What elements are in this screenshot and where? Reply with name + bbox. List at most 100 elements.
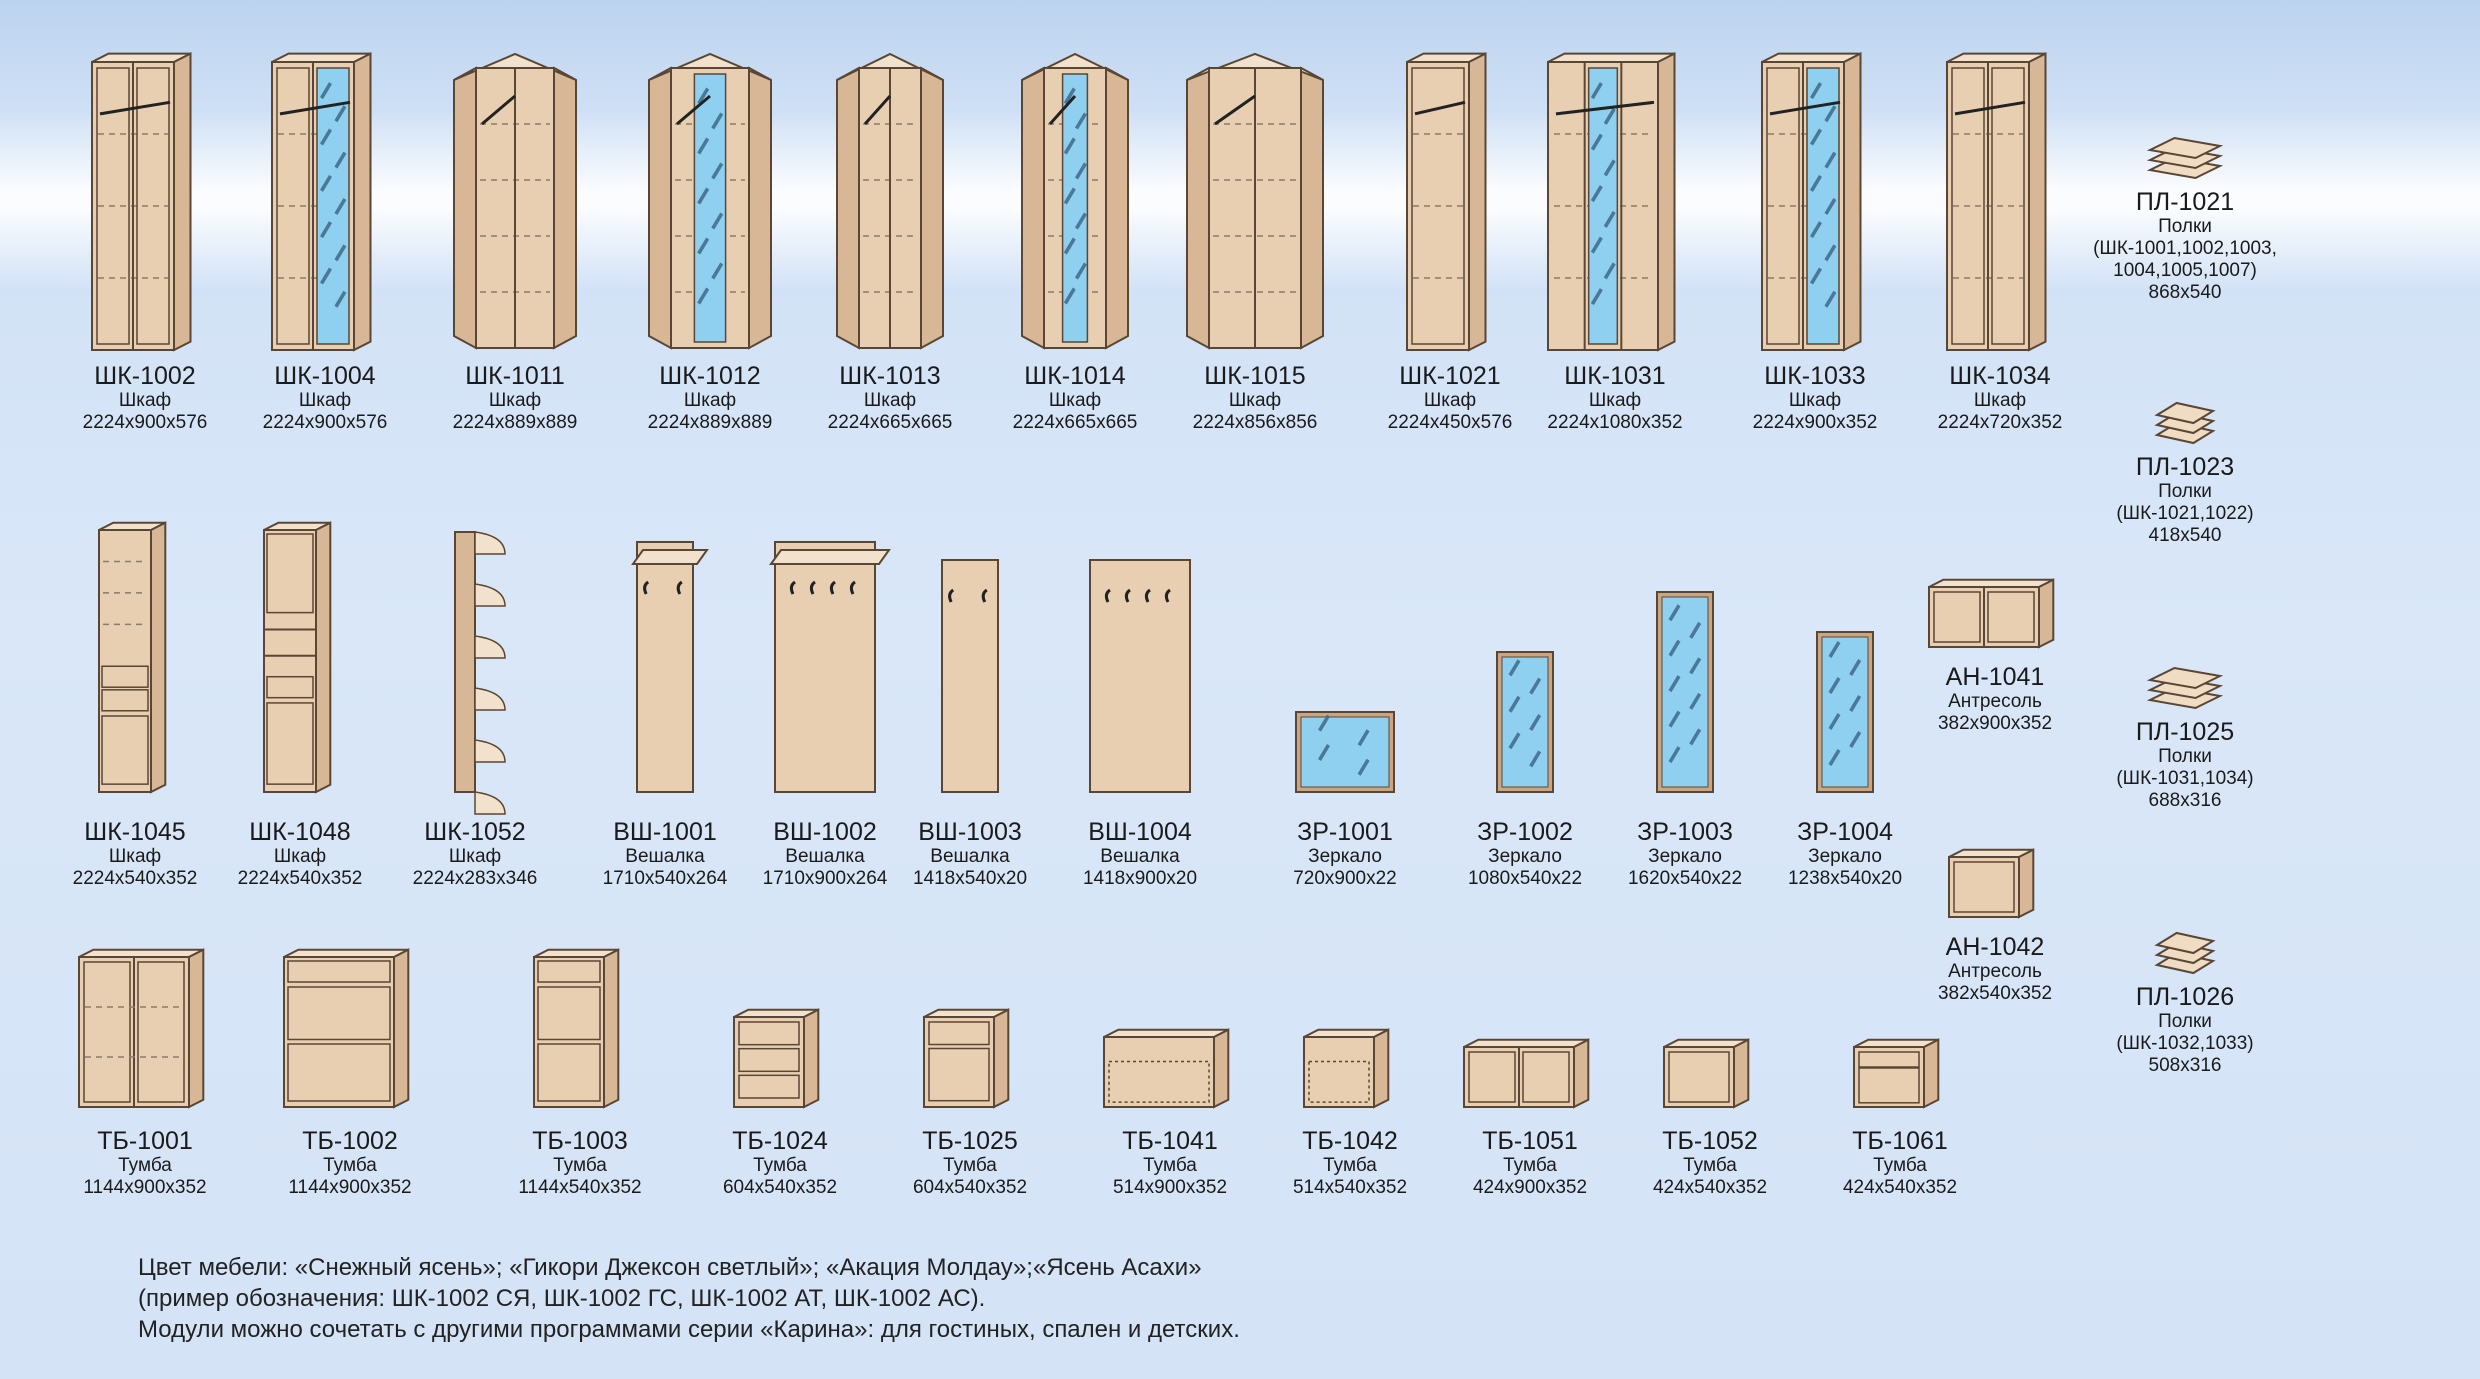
item-code: ТБ-1061 — [1852, 1127, 1948, 1155]
item-kind: Антресоль — [1948, 961, 2042, 982]
item-code: ТБ-1042 — [1302, 1127, 1398, 1155]
item-kind: Шкаф — [1973, 390, 2027, 411]
item-kind: Тумба — [1873, 1155, 1927, 1176]
hanger-icon — [631, 541, 709, 793]
drawer-icon — [733, 1008, 820, 1109]
bench-icon — [1463, 1038, 1590, 1109]
corner-wardrobe-mirror-icon — [1021, 52, 1129, 350]
shelves-icon — [2154, 931, 2216, 975]
item-kind: Вешалка — [785, 846, 865, 867]
wardrobe-icon — [91, 51, 192, 352]
cabinet-icon — [98, 521, 167, 794]
item-kind: Шкаф — [298, 390, 352, 411]
item-kind: Тумба — [943, 1155, 997, 1176]
item-dims: 1144x540x352 — [518, 1177, 642, 1198]
corner-wardrobe-icon — [1186, 52, 1324, 350]
item-code: АН-1041 — [1945, 663, 2045, 691]
item-dims: 418x540 — [2148, 525, 2222, 546]
item-dims: 1418x540x20 — [912, 868, 1028, 889]
mirror-icon — [1816, 631, 1874, 793]
hanger-icon — [1089, 559, 1191, 793]
hanger-icon — [769, 541, 891, 793]
item-kind: Шкаф — [108, 846, 162, 867]
item-dims: 2224x889x889 — [647, 412, 773, 433]
item-kind: Полки — [2158, 481, 2212, 502]
item-code: ШК-1048 — [249, 818, 351, 846]
item-kind: Полки — [2158, 746, 2212, 767]
item-kind: Зеркало — [1648, 846, 1722, 867]
sideboard-icon — [283, 948, 410, 1109]
sideboard-icon — [78, 948, 205, 1109]
item-dims: 2224x900x576 — [262, 412, 388, 433]
item-code: ШК-1021 — [1399, 362, 1501, 390]
item-kind: Тумба — [1683, 1155, 1737, 1176]
item-note: (ШК-1001,1002,1003, — [2093, 238, 2277, 259]
footer-compat: Модули можно сочетать с другими программ… — [138, 1316, 1240, 1343]
mezzanine-icon — [1928, 578, 2055, 649]
item-code: ШК-1012 — [659, 362, 761, 390]
item-kind: Зеркало — [1308, 846, 1382, 867]
cabinet-icon — [263, 521, 332, 794]
item-dims: 2224x540x352 — [237, 868, 363, 889]
item-kind: Шкаф — [273, 846, 327, 867]
item-dims: 424x900x352 — [1472, 1177, 1588, 1198]
item-kind: Шкаф — [1228, 390, 1282, 411]
item-dims: 508x316 — [2148, 1055, 2222, 1076]
item-code: ТБ-1051 — [1482, 1127, 1578, 1155]
item-code: ШК-1052 — [424, 818, 526, 846]
item-dims: 1238x540x20 — [1787, 868, 1903, 889]
item-code: ЗР-1004 — [1797, 818, 1893, 846]
wardrobe-icon — [1946, 51, 2047, 352]
item-dims: 1418x900x20 — [1082, 868, 1198, 889]
item-kind: Шкаф — [863, 390, 917, 411]
item-code: ПЛ-1026 — [2135, 983, 2235, 1011]
item-code: ШК-1002 — [94, 362, 196, 390]
item-note: (ШК-1021,1022) — [2116, 503, 2254, 524]
item-dims: 2224x283x346 — [412, 868, 538, 889]
mirror-icon — [1656, 591, 1714, 793]
wardrobe-mirror-icon — [1547, 51, 1676, 352]
item-dims: 514x900x352 — [1112, 1177, 1228, 1198]
item-dims: 688x316 — [2148, 790, 2222, 811]
item-dims: 2224x889x889 — [452, 412, 578, 433]
item-code: ЗР-1003 — [1637, 818, 1733, 846]
footer-colors: Цвет мебели: «Снежный ясень»; «Гикори Дж… — [138, 1254, 1202, 1281]
item-kind: Шкаф — [1423, 390, 1477, 411]
item-kind: Шкаф — [488, 390, 542, 411]
item-kind: Вешалка — [930, 846, 1010, 867]
item-dims: 2224x540x352 — [72, 868, 198, 889]
item-code: ПЛ-1023 — [2135, 453, 2235, 481]
item-kind: Полки — [2158, 216, 2212, 237]
item-dims: 1144x900x352 — [288, 1177, 412, 1198]
mirror-icon — [1496, 651, 1554, 793]
item-note: (ШК-1031,1034) — [2116, 768, 2254, 789]
corner-wardrobe-mirror-icon — [648, 52, 772, 350]
item-code: ЗР-1002 — [1477, 818, 1573, 846]
item-code: ШК-1045 — [84, 818, 186, 846]
item-kind: Зеркало — [1808, 846, 1882, 867]
bench-icon — [1103, 1028, 1230, 1109]
item-dims: 382x900x352 — [1937, 713, 2053, 734]
item-dims: 2224x665x665 — [1012, 412, 1138, 433]
